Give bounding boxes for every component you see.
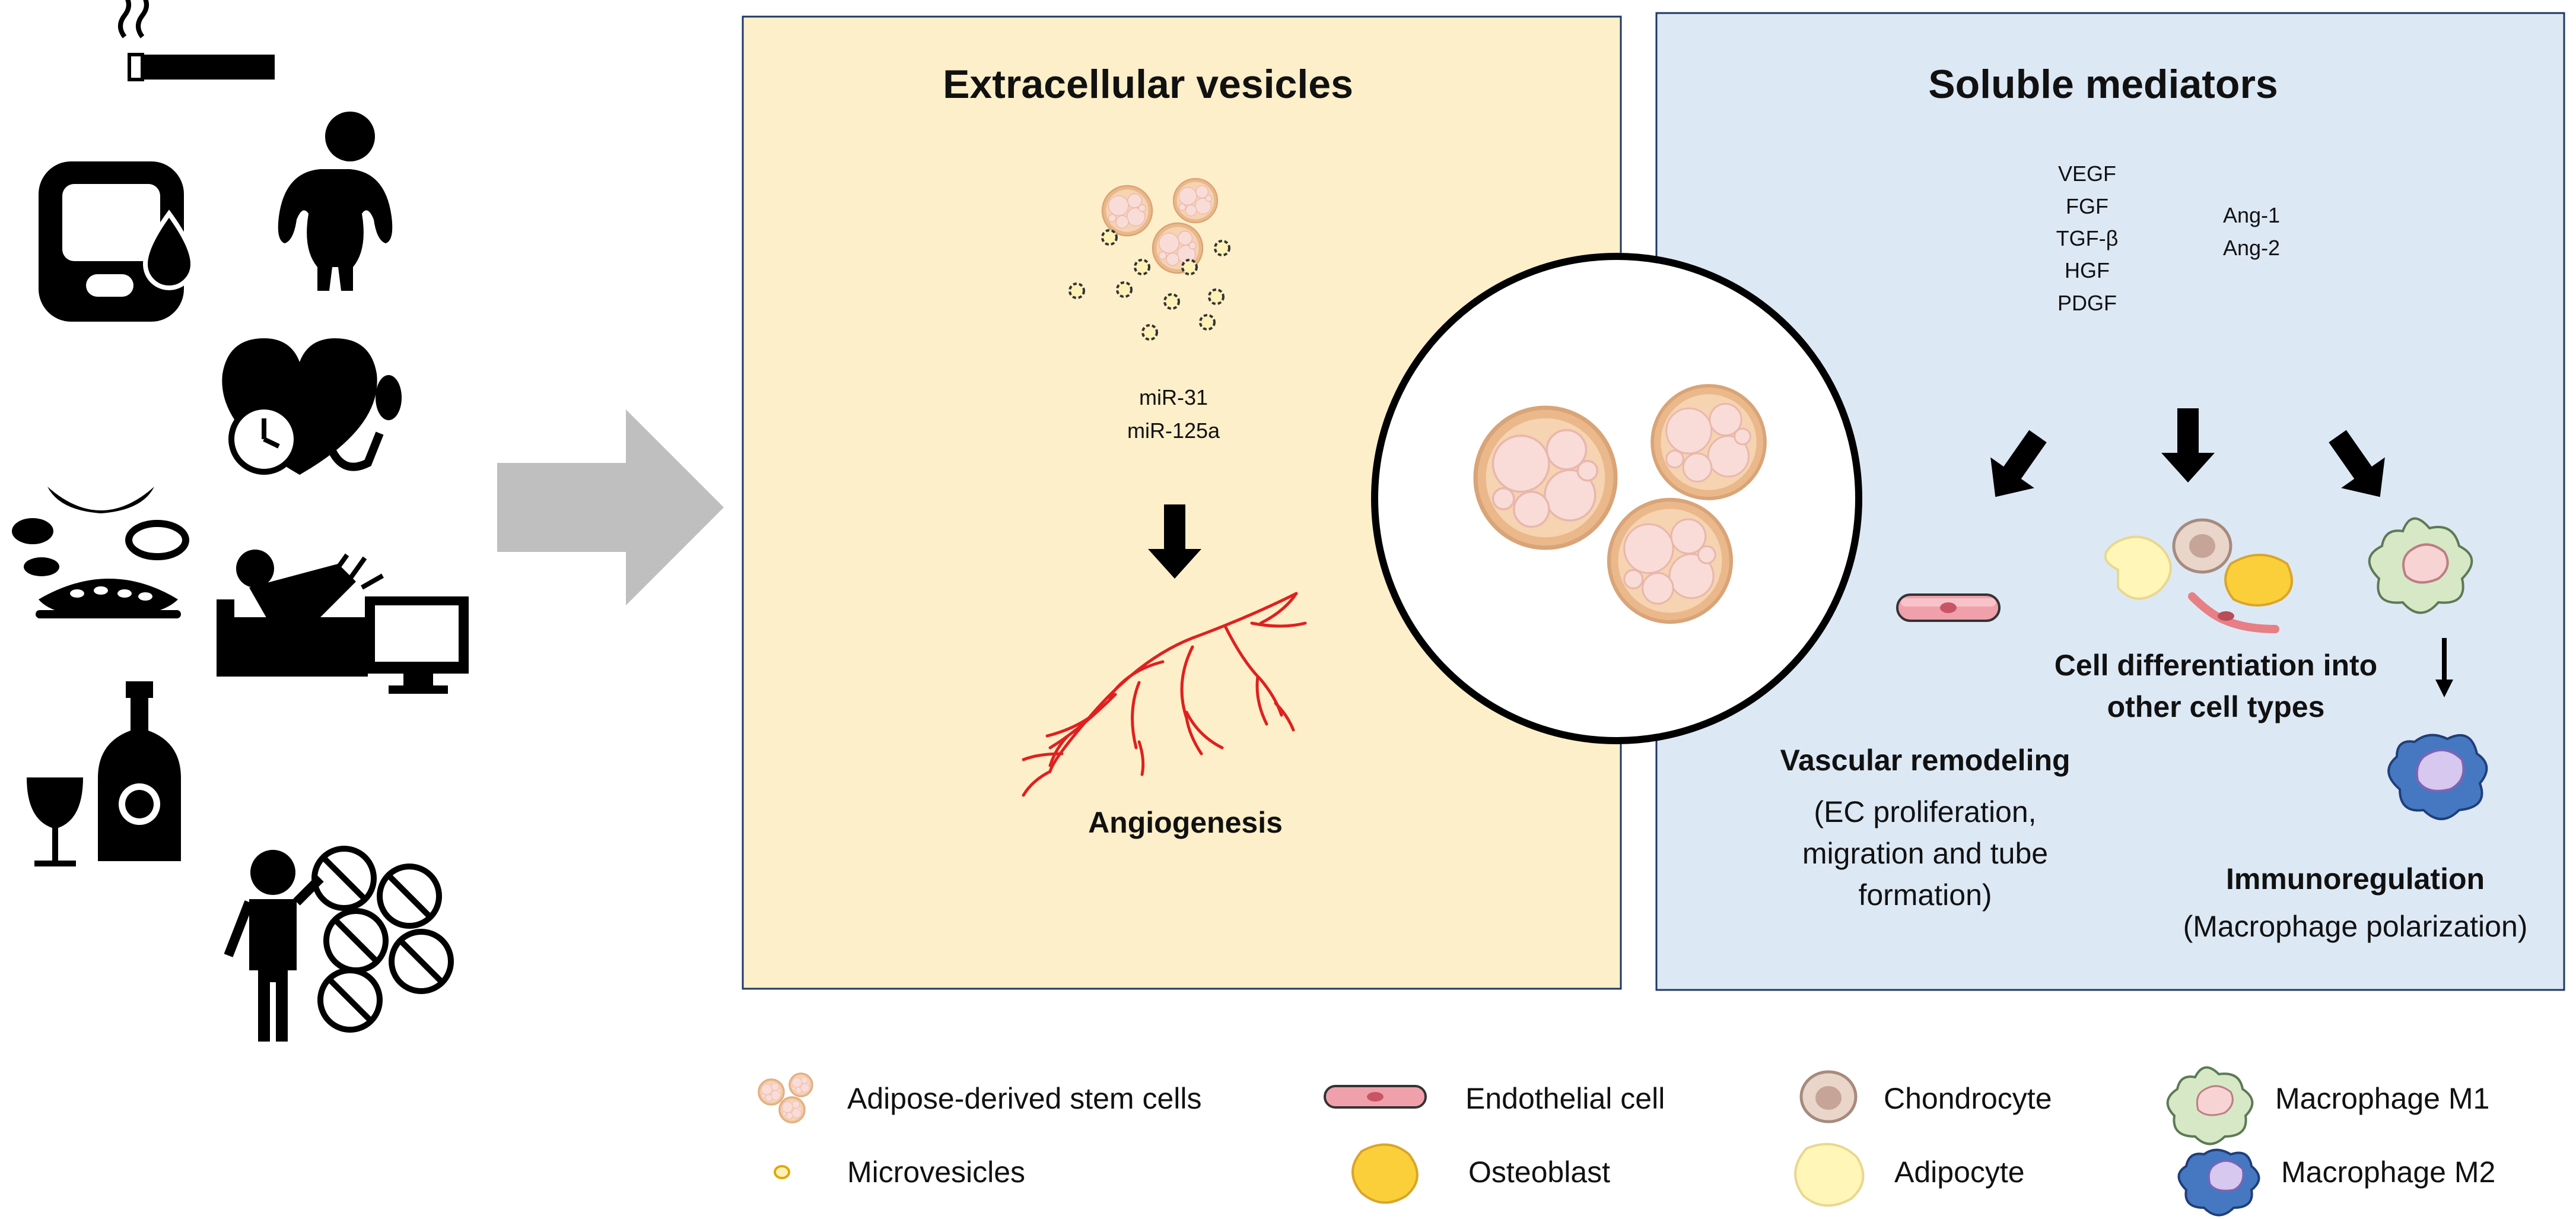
factor-ang2: Ang-2 [2223, 236, 2280, 260]
macrophage-m1-icon [2368, 517, 2473, 614]
junk-food-icon [224, 846, 454, 1042]
polarization-arrow [2435, 638, 2453, 697]
central-stem-cells [1371, 253, 1862, 744]
legend-label-osteoblast: Osteoblast [1468, 1155, 1610, 1189]
factor-ang1: Ang-1 [2223, 203, 2280, 227]
legend-endothelial-cell-icon [1324, 1085, 1427, 1109]
risk-factors [12, 0, 469, 1042]
legend-microvesicles-icon [774, 1165, 790, 1179]
legend-label-adipose-stem-cells: Adipose-derived stem cells [847, 1082, 1202, 1115]
legend-adipocyte-icon [1794, 1142, 1865, 1207]
glucometer-icon [39, 161, 196, 322]
factor-pdgf: PDGF [2057, 291, 2117, 315]
factor-tgfb: TGF-β [2056, 226, 2119, 250]
vascular-desc-2: migration and tube [1802, 837, 2048, 870]
factor-hgf: HGF [2065, 258, 2110, 282]
cigarette-icon [118, 0, 275, 81]
legend: Adipose-derived stem cells Endothelial c… [758, 1066, 2495, 1217]
ev-title: Extracellular vesicles [943, 62, 1353, 107]
mirna-2: miR-125a [1127, 418, 1220, 443]
differentiation-title-2: other cell types [2107, 690, 2325, 723]
legend-adipose-stem-cells-icon [758, 1072, 813, 1123]
legend-label-macrophage-m2: Macrophage M2 [2281, 1155, 2495, 1189]
flow-arrow [497, 409, 724, 605]
factor-fgf: FGF [2066, 194, 2108, 218]
immuno-title: Immunoregulation [2226, 862, 2485, 896]
differentiation-cells [2104, 518, 2293, 633]
legend-label-endothelial-cell: Endothelial cell [1465, 1082, 1665, 1115]
sedentary-icon [217, 550, 469, 694]
legend-label-chondrocyte: Chondrocyte [1884, 1082, 2052, 1115]
sm-title: Soluble mediators [1928, 62, 2278, 107]
differentiation-title-1: Cell differentiation into [2055, 649, 2377, 682]
legend-chondrocyte-icon [1799, 1070, 1858, 1123]
endothelial-cell-icon [1896, 593, 2001, 622]
legend-label-macrophage-m1: Macrophage M1 [2275, 1082, 2489, 1115]
vascular-title: Vascular remodeling [1780, 744, 2070, 777]
blood-vessel-icon [1022, 592, 1307, 797]
heart-pressure-icon [222, 338, 402, 475]
obesity-icon [278, 112, 393, 291]
legend-osteoblast-icon [1351, 1143, 1419, 1204]
growth-factors-list: VEGF FGF TGF-β HGF PDGF [2056, 161, 2119, 315]
immuno-desc: (Macrophage polarization) [2183, 910, 2528, 943]
legend-macrophage-m2-icon [2177, 1148, 2260, 1217]
alcohol-icon [27, 681, 181, 866]
legend-label-adipocyte: Adipocyte [1894, 1155, 2025, 1189]
legend-macrophage-m1-icon [2166, 1066, 2254, 1145]
angiogenesis-label: Angiogenesis [1088, 806, 1283, 839]
legend-label-microvesicles: Microvesicles [847, 1155, 1025, 1189]
mirna-1: miR-31 [1139, 385, 1208, 409]
vascular-desc-3: formation) [1858, 878, 1992, 912]
factor-vegf: VEGF [2058, 161, 2116, 186]
vascular-desc-1: (EC proliferation, [1814, 795, 2036, 828]
macrophage-m2-icon [2387, 734, 2488, 820]
angiopoietin-list: Ang-1 Ang-2 [2223, 203, 2280, 260]
diet-icon [12, 487, 189, 618]
